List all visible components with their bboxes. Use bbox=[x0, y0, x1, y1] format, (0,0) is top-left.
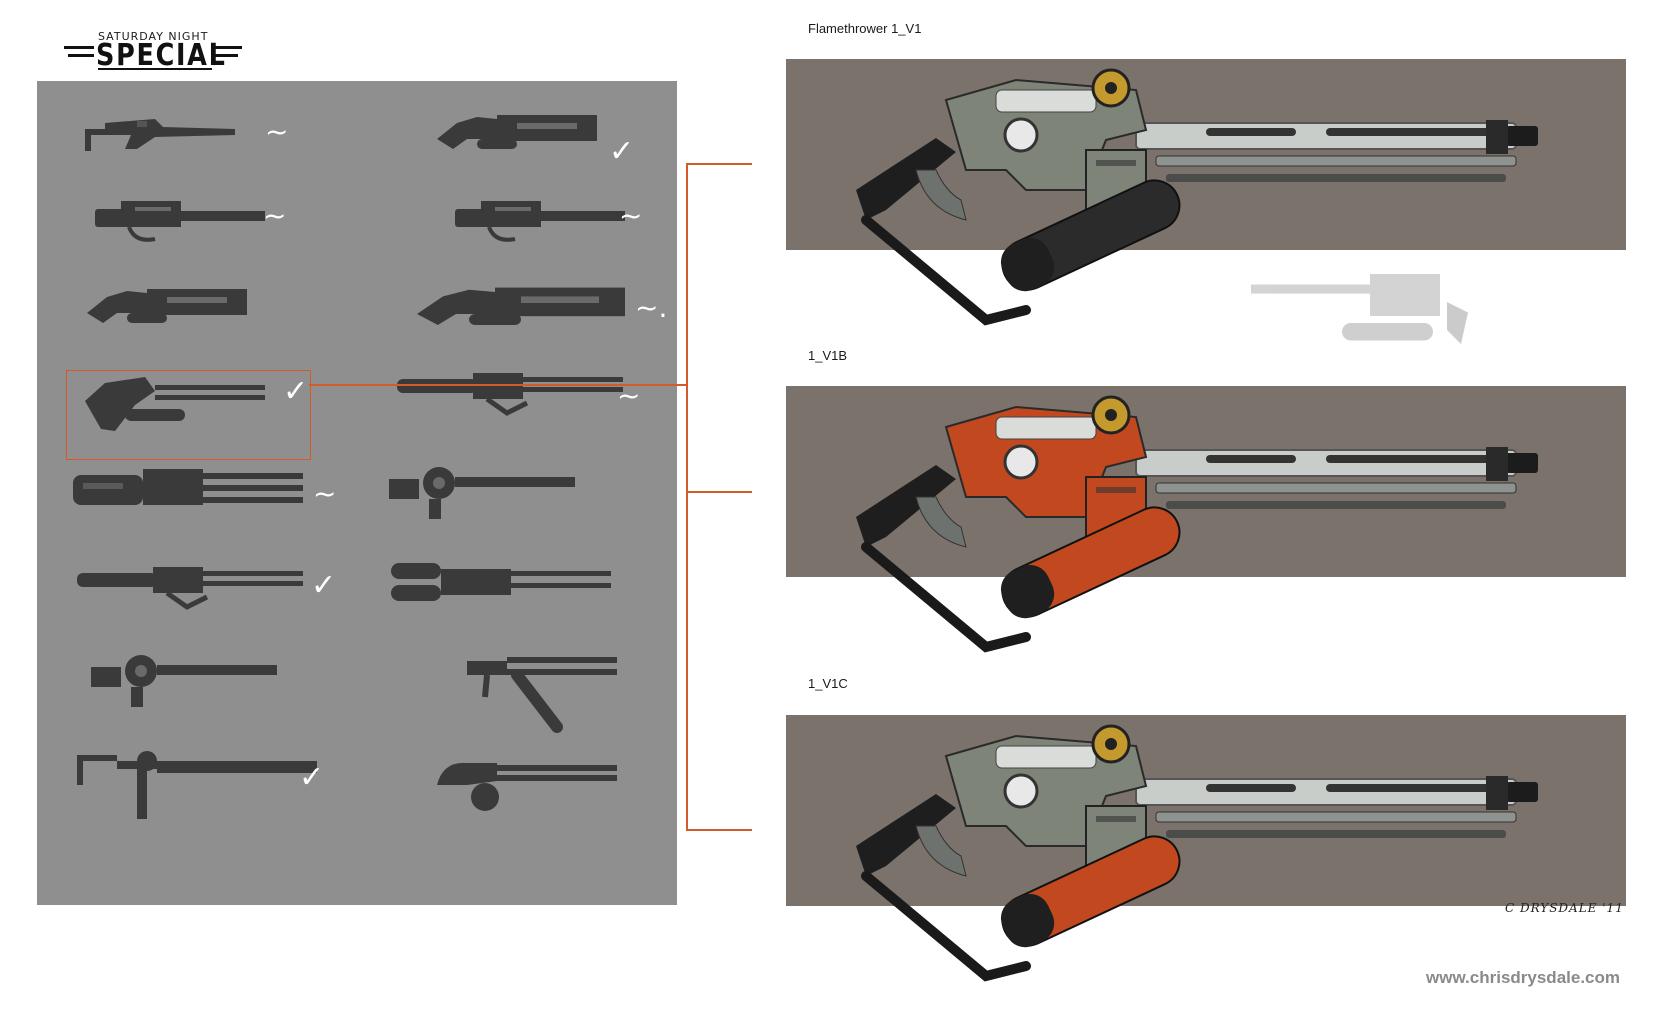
mark-8-1: ✓ bbox=[299, 760, 325, 795]
connector-to-v1 bbox=[686, 163, 752, 165]
barrel-middle bbox=[1155, 811, 1517, 823]
artist-signature: C DRYSDALE '11 bbox=[1505, 901, 1624, 915]
tank-cap bbox=[1000, 237, 1055, 292]
sketch-row6-right bbox=[391, 563, 611, 601]
barrel-middle bbox=[1155, 482, 1517, 494]
flamethrower-render-v1 bbox=[856, 68, 1538, 344]
barrel-slot-2 bbox=[1326, 128, 1506, 136]
connector-horizontal bbox=[309, 384, 687, 386]
mark-4-2: ~ bbox=[617, 379, 641, 412]
mark-2-2: ~ bbox=[619, 199, 643, 232]
logo-top-text: SATURDAY NIGHT bbox=[98, 30, 209, 43]
sketch-row3-left bbox=[87, 289, 247, 323]
logo-main-text: SPECIAL bbox=[96, 38, 227, 73]
mark-4-1: ✓ bbox=[283, 374, 309, 409]
sketch-row2-left bbox=[93, 199, 267, 242]
grip bbox=[856, 794, 956, 876]
valve-hub bbox=[1105, 738, 1117, 750]
grip bbox=[856, 465, 956, 547]
sketch-row1-left bbox=[85, 119, 235, 151]
logo: SATURDAY NIGHT SPECIAL bbox=[62, 30, 244, 73]
nozzle bbox=[1506, 782, 1538, 802]
mark-6-1: ✓ bbox=[311, 568, 337, 603]
connector-vertical bbox=[686, 163, 688, 830]
render-label-v1b: 1_V1B bbox=[808, 348, 848, 363]
mark-3-2: ~. bbox=[635, 291, 668, 324]
pressure-gauge bbox=[1003, 444, 1039, 480]
trigger-guard bbox=[915, 825, 967, 877]
barrel-slot-2 bbox=[1326, 784, 1506, 792]
pressure-gauge bbox=[1003, 773, 1039, 809]
barrel-slot-1 bbox=[1206, 455, 1296, 463]
nozzle-collar bbox=[1486, 447, 1508, 481]
valve-hub bbox=[1105, 82, 1117, 94]
render-label-v1c: 1_V1C bbox=[808, 676, 848, 691]
barrel-slot-1 bbox=[1206, 784, 1296, 792]
barrel-slot-2 bbox=[1326, 455, 1506, 463]
grip bbox=[856, 138, 956, 220]
barrel-lower bbox=[1166, 830, 1506, 838]
barrel-slot-1 bbox=[1206, 128, 1296, 136]
sketch-row2-right bbox=[453, 199, 627, 242]
sketch-row8-left bbox=[77, 751, 317, 819]
website-link[interactable]: www.chrisdrysdale.com bbox=[1426, 968, 1620, 987]
logo-bar-left-2 bbox=[68, 54, 94, 57]
connector-to-v1c bbox=[686, 829, 752, 831]
fuel-hose bbox=[861, 215, 1031, 326]
fuel-hose bbox=[861, 542, 1031, 653]
fuel-box-vent bbox=[1096, 816, 1136, 822]
ghost-side-view bbox=[1251, 274, 1468, 344]
barrel-middle bbox=[1155, 155, 1517, 167]
nozzle-collar bbox=[1486, 776, 1508, 810]
sketch-row5-right bbox=[389, 467, 575, 519]
trigger-guard bbox=[915, 169, 967, 221]
logo-bar-right bbox=[212, 46, 242, 49]
logo-bar-left bbox=[64, 46, 94, 49]
barrel-lower bbox=[1166, 501, 1506, 509]
mark-1-1: ~ bbox=[265, 115, 289, 148]
top-rail bbox=[995, 745, 1097, 769]
nozzle bbox=[1506, 453, 1538, 473]
nozzle-collar bbox=[1486, 120, 1508, 154]
valve-hub bbox=[1105, 409, 1117, 421]
mark-2-1: ~ bbox=[263, 199, 287, 232]
sketch-row5-left bbox=[73, 469, 303, 505]
sketch-row4-left bbox=[85, 377, 265, 431]
sketch-row7-left bbox=[91, 655, 277, 707]
flamethrower-render-v1b bbox=[856, 395, 1538, 653]
tank-cap bbox=[1000, 564, 1055, 619]
sketch-row3-right bbox=[417, 287, 625, 325]
fuel-box-vent bbox=[1096, 160, 1136, 166]
sketch-row7-right bbox=[467, 657, 617, 733]
sketch-row6-left bbox=[77, 567, 303, 607]
barrel-lower bbox=[1166, 174, 1506, 182]
nozzle bbox=[1506, 126, 1538, 146]
thumbnail-sheet: ~ ✓ ~ ~ ~. ✓ ~ ~ ✓ ✓ bbox=[37, 81, 677, 905]
fuel-hose bbox=[861, 871, 1031, 982]
sketch-row8-right bbox=[437, 762, 617, 811]
top-rail bbox=[995, 89, 1097, 113]
sketch-row1-right bbox=[437, 115, 597, 149]
logo-bar-right-2 bbox=[212, 54, 238, 57]
thumbnail-sketches bbox=[73, 115, 627, 819]
sketch-row4-right bbox=[397, 373, 623, 413]
mark-5-1: ~ bbox=[313, 477, 337, 510]
mark-1-2: ✓ bbox=[609, 134, 635, 169]
flamethrower-render-v1c bbox=[856, 724, 1538, 982]
tank-cap bbox=[1000, 893, 1055, 948]
trigger-guard bbox=[915, 496, 967, 548]
render-label-v1: Flamethrower 1_V1 bbox=[808, 21, 922, 36]
connector-to-v1b bbox=[686, 491, 752, 493]
top-rail bbox=[995, 416, 1097, 440]
selected-sketch-highlight bbox=[66, 370, 311, 460]
fuel-box-vent bbox=[1096, 487, 1136, 493]
pressure-gauge bbox=[1003, 117, 1039, 153]
logo-underline bbox=[98, 68, 212, 70]
